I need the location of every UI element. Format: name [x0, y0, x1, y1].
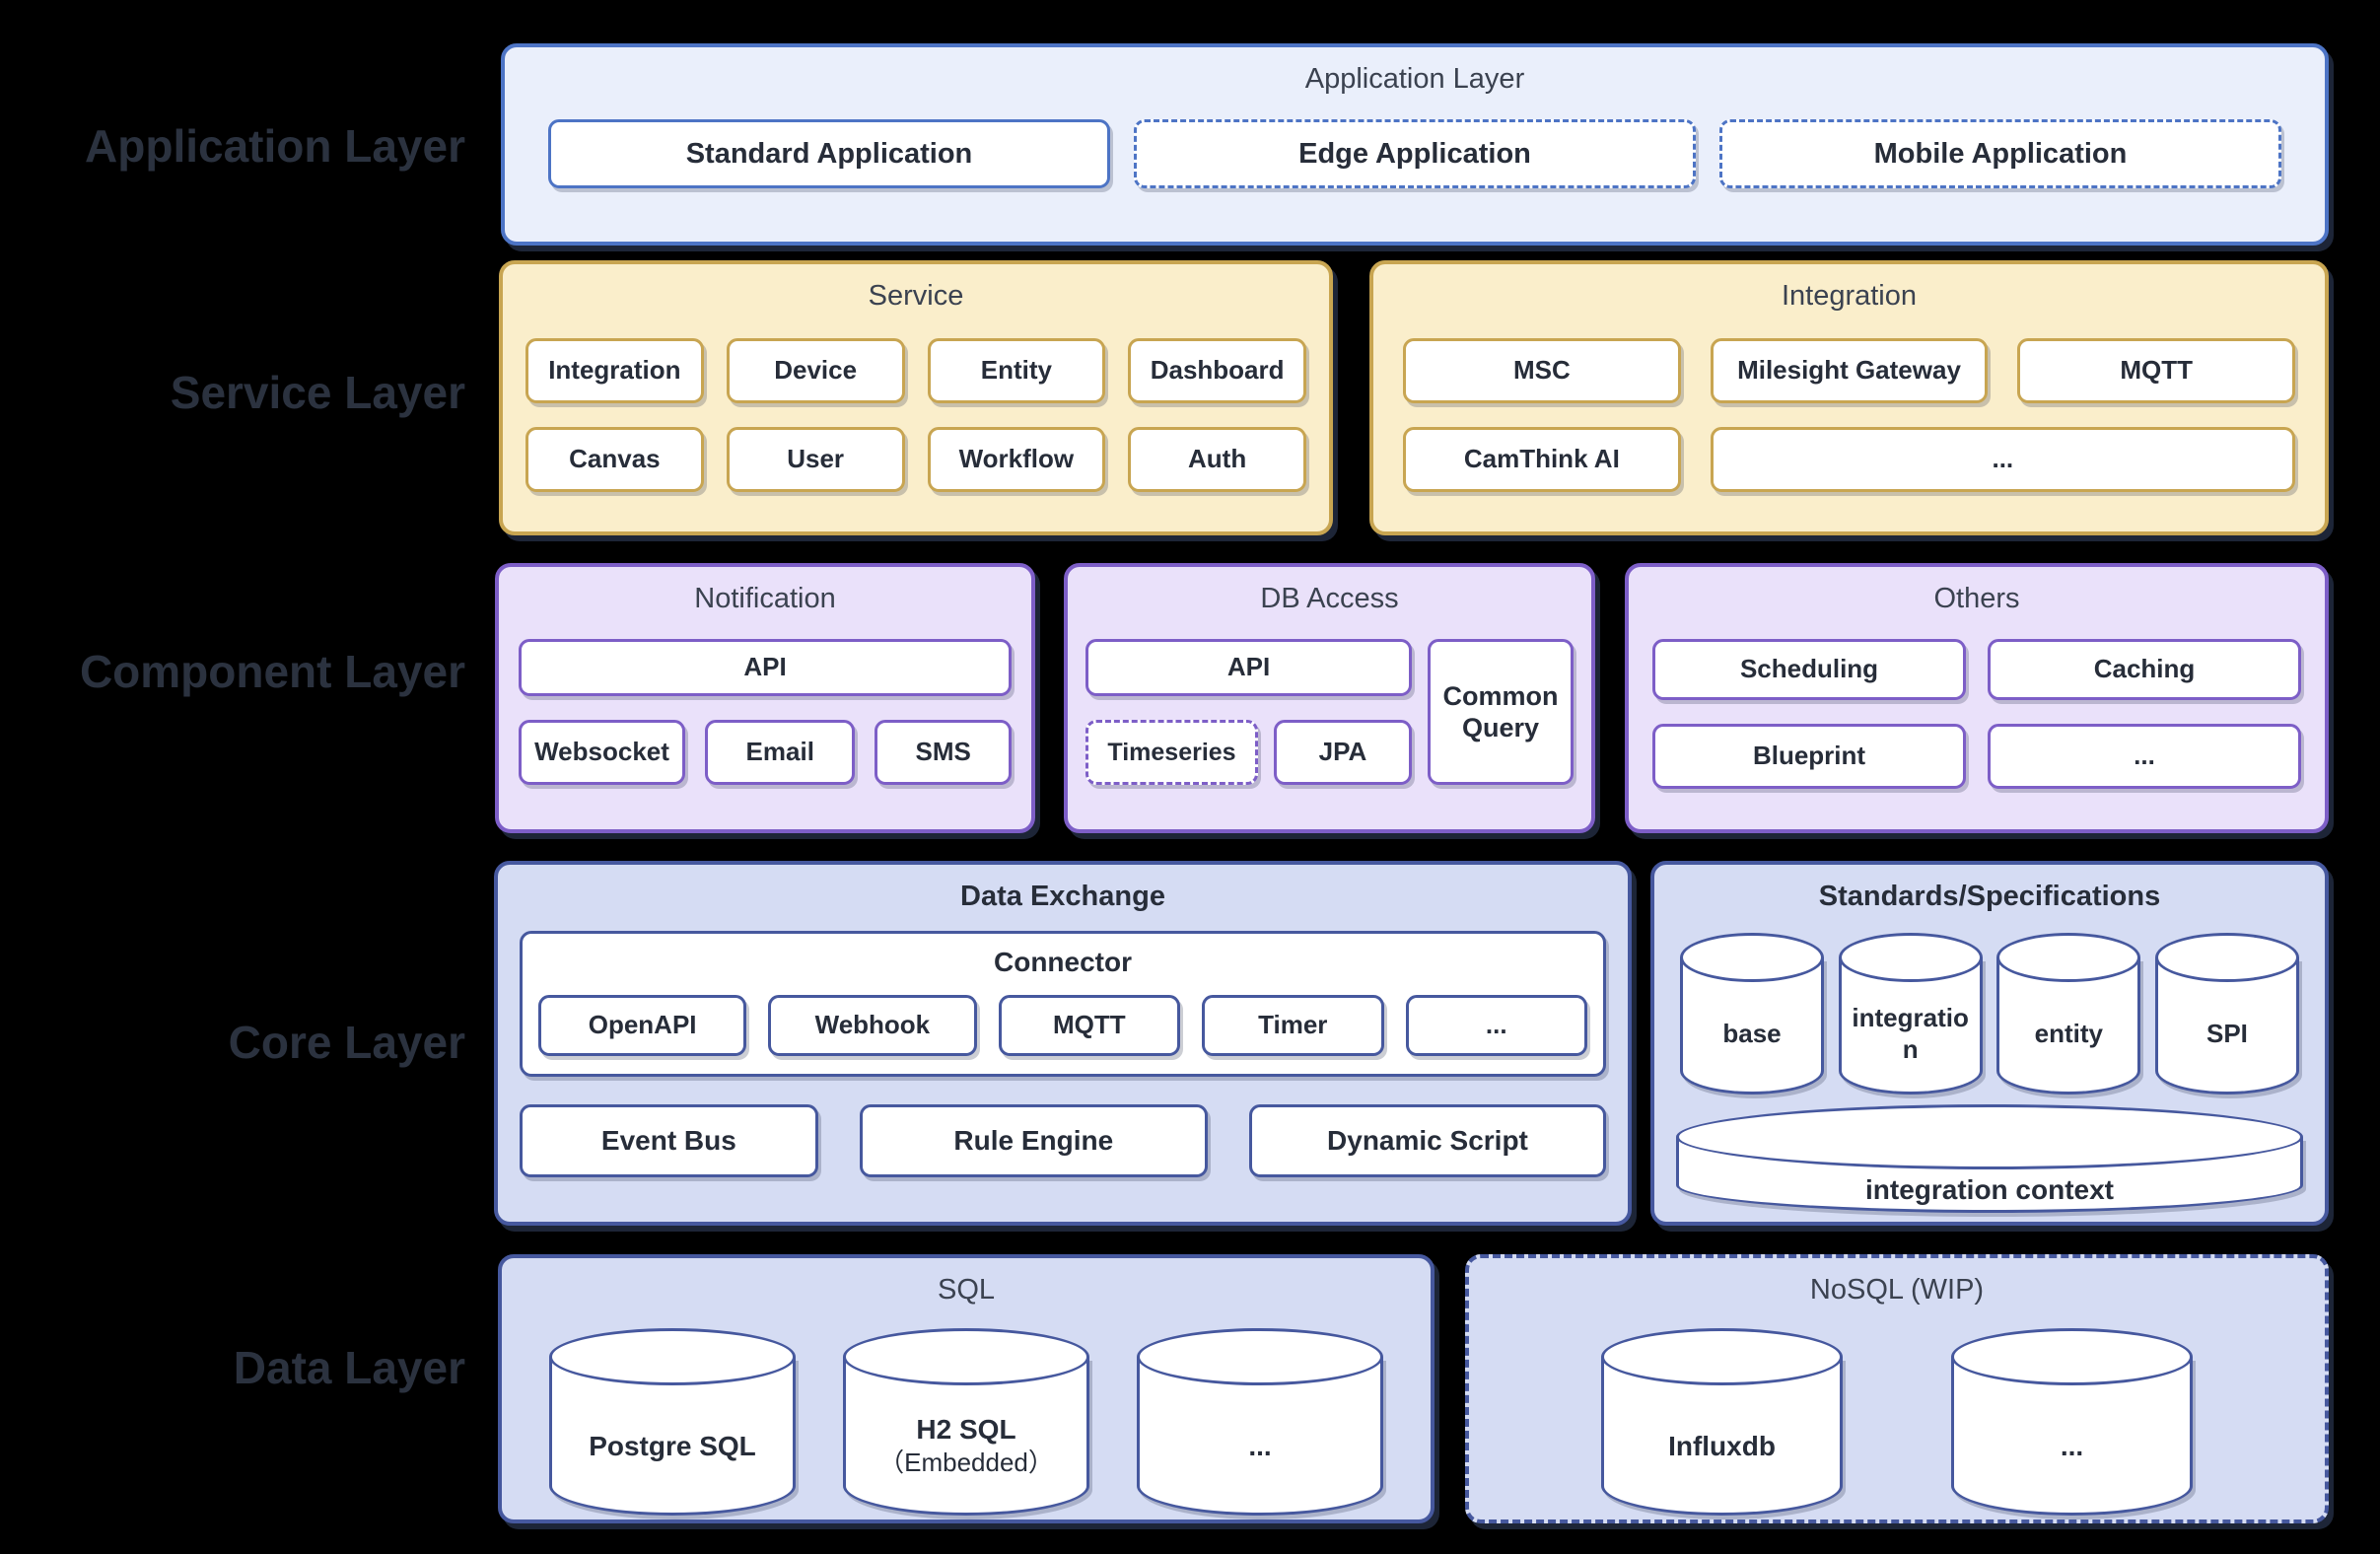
notification-title: Notification	[694, 583, 836, 614]
service-box: Service Integration Device Entity Dashbo…	[499, 260, 1333, 535]
db-access-title: DB Access	[1260, 583, 1399, 614]
card-msc: MSC	[1403, 338, 1681, 403]
card-mqtt-integration: MQTT	[2017, 338, 2295, 403]
cylinder-spi-label: SPI	[2206, 1018, 2248, 1048]
card-auth: Auth	[1128, 427, 1306, 492]
side-label-data-layer: Data Layer	[233, 1342, 465, 1393]
cylinder-integration-context-label: integration context	[1864, 1173, 2114, 1205]
connector-title: Connector	[994, 947, 1132, 977]
cylinder-base-label: base	[1722, 1018, 1782, 1048]
cylinder-nosql-more: ...	[1951, 1328, 2193, 1516]
integration-box: Integration MSC Milesight Gateway MQTT C…	[1369, 260, 2329, 535]
card-others-more: ...	[1988, 724, 2301, 789]
card-mqtt-connector: MQTT	[998, 995, 1181, 1056]
h2-sql-line: H2 SQL	[916, 1414, 1016, 1446]
cylinder-top	[549, 1328, 796, 1385]
card-event-bus: Event Bus	[520, 1104, 818, 1177]
card-device: Device	[726, 338, 905, 403]
card-canvas: Canvas	[525, 427, 704, 492]
cylinder-top	[843, 1328, 1089, 1385]
standards-box: Standards/Specifications base integratio…	[1650, 861, 2329, 1226]
cylinder-entity-label: entity	[2034, 1018, 2103, 1048]
card-milesight-gateway: Milesight Gateway	[1710, 338, 1989, 403]
cylinder-top	[1137, 1328, 1383, 1385]
cylinder-h2-sql: H2 SQL（Embedded）	[843, 1328, 1089, 1516]
card-camthink-ai: CamThink AI	[1403, 427, 1681, 492]
others-title: Others	[1933, 583, 2020, 614]
card-email: Email	[705, 720, 856, 785]
card-blueprint: Blueprint	[1652, 724, 1966, 789]
card-integration-more: ...	[1710, 427, 2295, 492]
cylinder-influxdb: Influxdb	[1601, 1328, 1843, 1516]
card-timer: Timer	[1202, 995, 1384, 1056]
card-workflow: Workflow	[927, 427, 1106, 492]
card-jpa: JPA	[1274, 720, 1412, 785]
card-user: User	[726, 427, 905, 492]
db-access-box: DB Access API Common Query Timeseries JP…	[1064, 563, 1595, 833]
h2-sql-subline: （Embedded）	[878, 1448, 1054, 1478]
integration-title: Integration	[1781, 280, 1918, 312]
card-integration: Integration	[525, 338, 704, 403]
cylinder-integration: integration	[1838, 933, 1983, 1095]
card-edge-application: Edge Application	[1134, 119, 1696, 188]
others-box: Others Scheduling Caching Blueprint ...	[1625, 563, 2329, 833]
cylinder-h2-sql-label: H2 SQL（Embedded）	[849, 1385, 1084, 1506]
side-label-component-layer: Component Layer	[79, 646, 465, 697]
card-timeseries: Timeseries	[1085, 720, 1258, 785]
standards-title: Standards/Specifications	[1818, 881, 2161, 912]
card-standard-application: Standard Application	[548, 119, 1110, 188]
cylinder-top	[1951, 1328, 2193, 1385]
cylinder-top	[1601, 1328, 1843, 1385]
card-dashboard: Dashboard	[1128, 338, 1306, 403]
cylinder-postgre-sql-label: Postgre SQL	[589, 1430, 756, 1461]
application-layer-box: Application Layer Standard Application E…	[501, 43, 2329, 246]
nosql-box: NoSQL (WIP) Influxdb ...	[1465, 1254, 2329, 1523]
card-common-query: Common Query	[1428, 639, 1574, 785]
cylinder-base: base	[1680, 933, 1824, 1095]
card-connector-more: ...	[1405, 995, 1587, 1056]
sql-title: SQL	[937, 1274, 996, 1306]
cylinder-top	[1676, 1104, 2303, 1169]
side-label-application-layer: Application Layer	[85, 120, 465, 172]
card-openapi: OpenAPI	[538, 995, 747, 1056]
cylinder-postgre-sql: Postgre SQL	[549, 1328, 796, 1516]
cylinder-top	[1996, 933, 2141, 982]
card-dynamic-script: Dynamic Script	[1248, 1104, 1606, 1177]
card-sms: SMS	[875, 720, 1012, 785]
card-rule-engine: Rule Engine	[859, 1104, 1208, 1177]
cylinder-nosql-more-label: ...	[2060, 1430, 2084, 1461]
service-title: Service	[868, 280, 964, 312]
card-db-api: API	[1085, 639, 1412, 696]
notification-box: Notification API Websocket Email SMS	[495, 563, 1035, 833]
card-webhook: Webhook	[768, 995, 977, 1056]
card-caching: Caching	[1988, 639, 2301, 700]
cylinder-influxdb-label: Influxdb	[1668, 1430, 1776, 1461]
card-mobile-application: Mobile Application	[1719, 119, 2281, 188]
card-scheduling: Scheduling	[1652, 639, 1966, 700]
cylinder-sql-more-label: ...	[1248, 1430, 1272, 1461]
nosql-title: NoSQL (WIP)	[1809, 1274, 1985, 1306]
cylinder-entity: entity	[1996, 933, 2141, 1095]
side-label-service-layer: Service Layer	[170, 367, 465, 418]
cylinder-top	[1838, 933, 1983, 982]
cylinder-sql-more: ...	[1137, 1328, 1383, 1516]
data-exchange-title: Data Exchange	[960, 881, 1165, 912]
sql-box: SQL Postgre SQL H2 SQL（Embedded） ...	[498, 1254, 1435, 1523]
data-exchange-box: Data Exchange Connector OpenAPI Webhook …	[494, 861, 1632, 1226]
card-entity: Entity	[927, 338, 1106, 403]
cylinder-top	[1680, 933, 1824, 982]
card-websocket: Websocket	[519, 720, 686, 785]
cylinder-top	[2154, 933, 2299, 982]
side-label-core-layer: Core Layer	[228, 1017, 465, 1068]
application-layer-title: Application Layer	[1304, 63, 1525, 95]
cylinder-spi: SPI	[2154, 933, 2299, 1095]
card-notification-api: API	[519, 639, 1012, 696]
connector-box: Connector OpenAPI Webhook MQTT Timer ...	[520, 931, 1606, 1077]
cylinder-integration-label: integration	[1852, 1002, 1969, 1065]
cylinder-integration-context: integration context	[1676, 1104, 2303, 1213]
